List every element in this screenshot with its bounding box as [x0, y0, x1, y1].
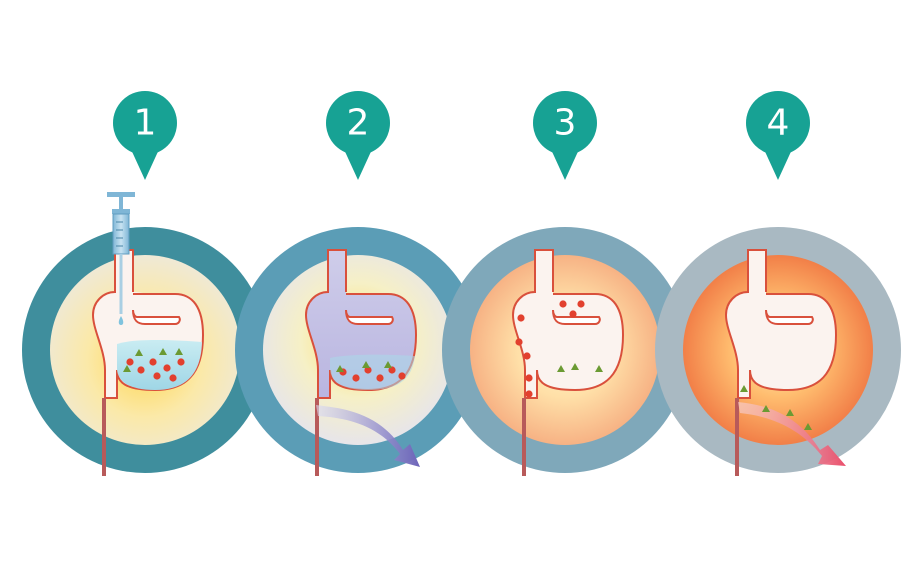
- step-marker: 2: [326, 91, 390, 180]
- step-marker: 3: [533, 91, 597, 180]
- step-number: 4: [767, 103, 790, 144]
- step-4-panel: 4: [655, 91, 901, 476]
- step-marker: 1: [113, 91, 177, 180]
- outlet-tube: [102, 398, 106, 476]
- step-number: 3: [554, 103, 577, 144]
- outlet-tube: [735, 398, 739, 476]
- step-marker: 4: [746, 91, 810, 180]
- step-2-panel: 2: [235, 91, 481, 476]
- step-1-panel: 1: [22, 91, 268, 476]
- outlet-tube: [522, 398, 526, 476]
- step-number: 1: [134, 103, 157, 144]
- step-number: 2: [347, 103, 370, 144]
- step-3-panel: 3: [442, 91, 688, 476]
